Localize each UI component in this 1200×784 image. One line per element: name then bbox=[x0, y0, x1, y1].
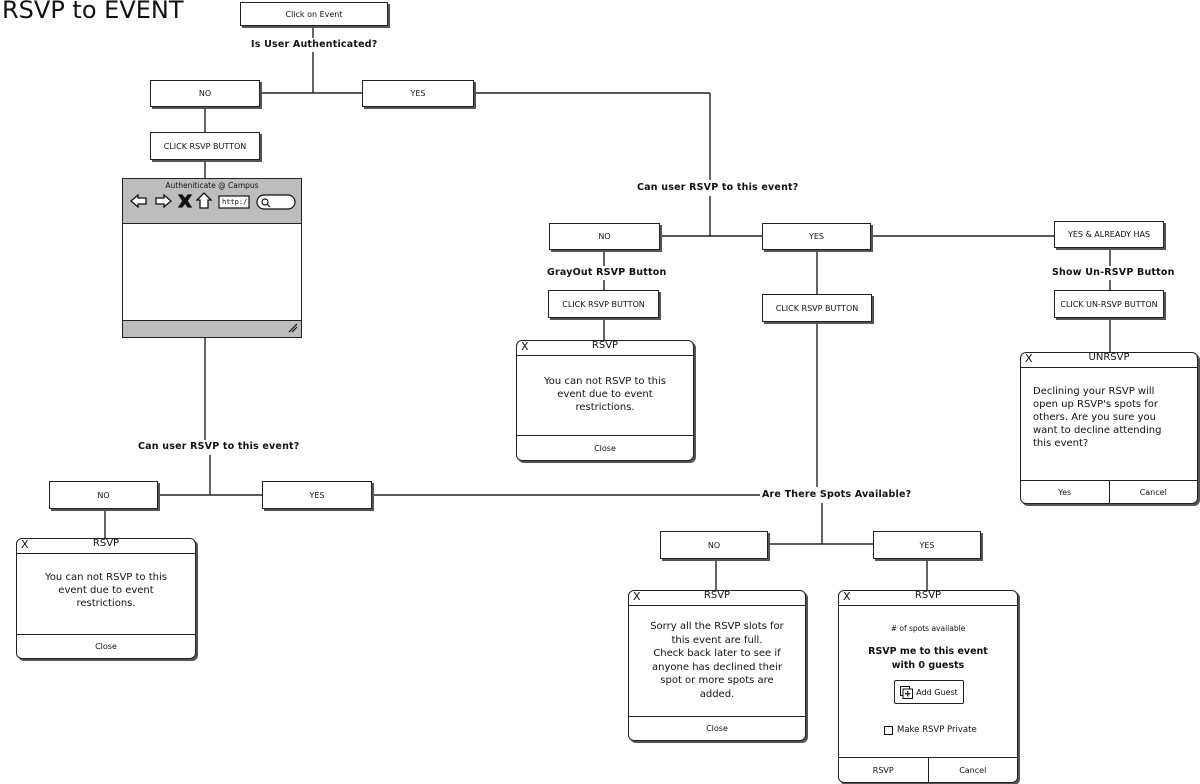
browser-title: Autheniticate @ Campus bbox=[165, 181, 259, 190]
not-authenticated-box: NO bbox=[150, 80, 260, 107]
private-checkbox-label: Make RSVP Private bbox=[897, 725, 977, 735]
rsvp-button[interactable]: RSVP bbox=[872, 765, 894, 775]
can-rsvp-label-left: Can user RSVP to this event? bbox=[138, 441, 300, 452]
url-field[interactable] bbox=[218, 195, 250, 209]
cancel-button[interactable]: Cancel bbox=[927, 758, 1018, 782]
dialog-text-line: Check back later to see if bbox=[653, 648, 781, 659]
url-text: http:/ bbox=[222, 198, 248, 206]
rsvp-full-dialog: X RSVP Sorry all the RSVP slots for this… bbox=[628, 590, 806, 741]
dialog-text-line: You can not RSVP to this bbox=[544, 376, 666, 387]
close-button[interactable]: Close bbox=[594, 443, 616, 453]
cancel-button[interactable]: Cancel bbox=[1108, 481, 1198, 503]
dialog-text-line: want to decline attending bbox=[1033, 425, 1162, 436]
dialog-text-line: event due to event bbox=[58, 585, 154, 596]
dialog-title: RSVP bbox=[703, 590, 731, 601]
resize-handle-icon[interactable] bbox=[288, 323, 298, 333]
close-icon[interactable]: X bbox=[843, 590, 851, 603]
dialog-text-line: added. bbox=[699, 688, 735, 700]
dialog-text-line: Sorry all the RSVP slots for bbox=[650, 621, 784, 632]
click-rsvp-box-center: CLICK RSVP BUTTON bbox=[762, 294, 872, 322]
no-spots-box: NO bbox=[660, 531, 768, 559]
authenticate-browser-window: Autheniticate @ Campus http:/ bbox=[122, 178, 302, 338]
browser-toolbar: Autheniticate @ Campus http:/ bbox=[123, 179, 301, 224]
confirm-text-line: with 0 guests bbox=[891, 660, 965, 671]
confirm-text-line: RSVP me to this event bbox=[868, 646, 988, 657]
authenticated-box: YES bbox=[362, 80, 474, 107]
private-checkbox[interactable] bbox=[884, 725, 893, 735]
can-rsvp-label-right: Can user RSVP to this event? bbox=[637, 182, 799, 193]
dialog-text-line: restrictions. bbox=[76, 598, 136, 609]
dialog-text-line: open up RSVP's spots for bbox=[1033, 399, 1159, 410]
dialog-text-line: anyone has declined their bbox=[652, 661, 782, 673]
dialog-text-line: this event? bbox=[1033, 438, 1089, 449]
spots-available-box: YES bbox=[873, 531, 981, 559]
dialog-title: RSVP bbox=[914, 590, 942, 601]
dialog-text-line: others. Are you sure you bbox=[1033, 412, 1156, 423]
dialog-text-line: spot or more spots are bbox=[660, 675, 774, 686]
unrsvp-dialog: X UNRSVP Declining your RSVP will open u… bbox=[1020, 352, 1198, 504]
forward-arrow-icon[interactable] bbox=[155, 193, 172, 209]
add-guest-label: Add Guest bbox=[916, 687, 958, 697]
dialog-text-line: this event are full. bbox=[671, 634, 763, 646]
close-icon[interactable]: X bbox=[21, 538, 29, 551]
close-icon[interactable]: X bbox=[633, 590, 641, 603]
click-rsvp-box-left: CLICK RSVP BUTTON bbox=[150, 132, 260, 160]
dialog-text-line: You can not RSVP to this bbox=[45, 572, 167, 583]
rsvp-denied-dialog-left: X RSVP You can not RSVP to this event du… bbox=[16, 538, 196, 659]
cannot-rsvp-box-right: NO bbox=[549, 223, 660, 250]
diagram-title: RSVP to EVENT bbox=[2, 0, 184, 24]
add-guest-button[interactable]: Add Guest bbox=[894, 680, 964, 704]
spots-available-text: # of spots available bbox=[890, 624, 966, 633]
dialog-title: RSVP bbox=[92, 538, 120, 549]
spots-available-label: Are There Spots Available? bbox=[762, 489, 912, 500]
can-rsvp-box-right: YES bbox=[762, 223, 871, 250]
dialog-text-line: event due to event bbox=[557, 389, 653, 400]
home-icon[interactable] bbox=[195, 192, 213, 209]
dialog-title: UNRSVP bbox=[1088, 352, 1130, 363]
search-icon bbox=[261, 198, 269, 206]
cannot-rsvp-box-left: NO bbox=[49, 481, 158, 509]
dialog-text-line: restrictions. bbox=[575, 402, 635, 413]
click-rsvp-box-mid: CLICK RSVP BUTTON bbox=[548, 290, 659, 318]
browser-statusbar bbox=[123, 320, 301, 337]
rsvp-confirm-dialog: X RSVP # of spots available RSVP me to t… bbox=[838, 590, 1018, 783]
add-guest-icon bbox=[900, 685, 914, 699]
grayout-label: GrayOut RSVP Button bbox=[547, 267, 667, 278]
stop-icon[interactable] bbox=[177, 194, 193, 208]
already-rsvp-box: YES & ALREADY HAS bbox=[1054, 221, 1164, 248]
close-icon[interactable]: X bbox=[521, 340, 529, 353]
click-unrsvp-box: CLICK UN-RSVP BUTTON bbox=[1054, 290, 1164, 318]
click-event-box: Click on Event bbox=[240, 2, 388, 26]
close-button[interactable]: Close bbox=[706, 724, 728, 733]
can-rsvp-box-left: YES bbox=[262, 481, 372, 509]
show-unrsvp-label: Show Un-RSVP Button bbox=[1052, 267, 1175, 278]
yes-button[interactable]: Yes bbox=[1058, 487, 1072, 497]
dialog-title: RSVP bbox=[591, 340, 619, 351]
close-icon[interactable]: X bbox=[1025, 352, 1033, 365]
rsvp-denied-dialog-right: X RSVP You can not RSVP to this event du… bbox=[516, 340, 694, 461]
search-field[interactable] bbox=[256, 194, 296, 210]
is-authenticated-label: Is User Authenticated? bbox=[251, 39, 378, 50]
close-button[interactable]: Close bbox=[95, 642, 117, 651]
dialog-text-line: Declining your RSVP will bbox=[1033, 386, 1155, 397]
back-arrow-icon[interactable] bbox=[130, 193, 147, 209]
